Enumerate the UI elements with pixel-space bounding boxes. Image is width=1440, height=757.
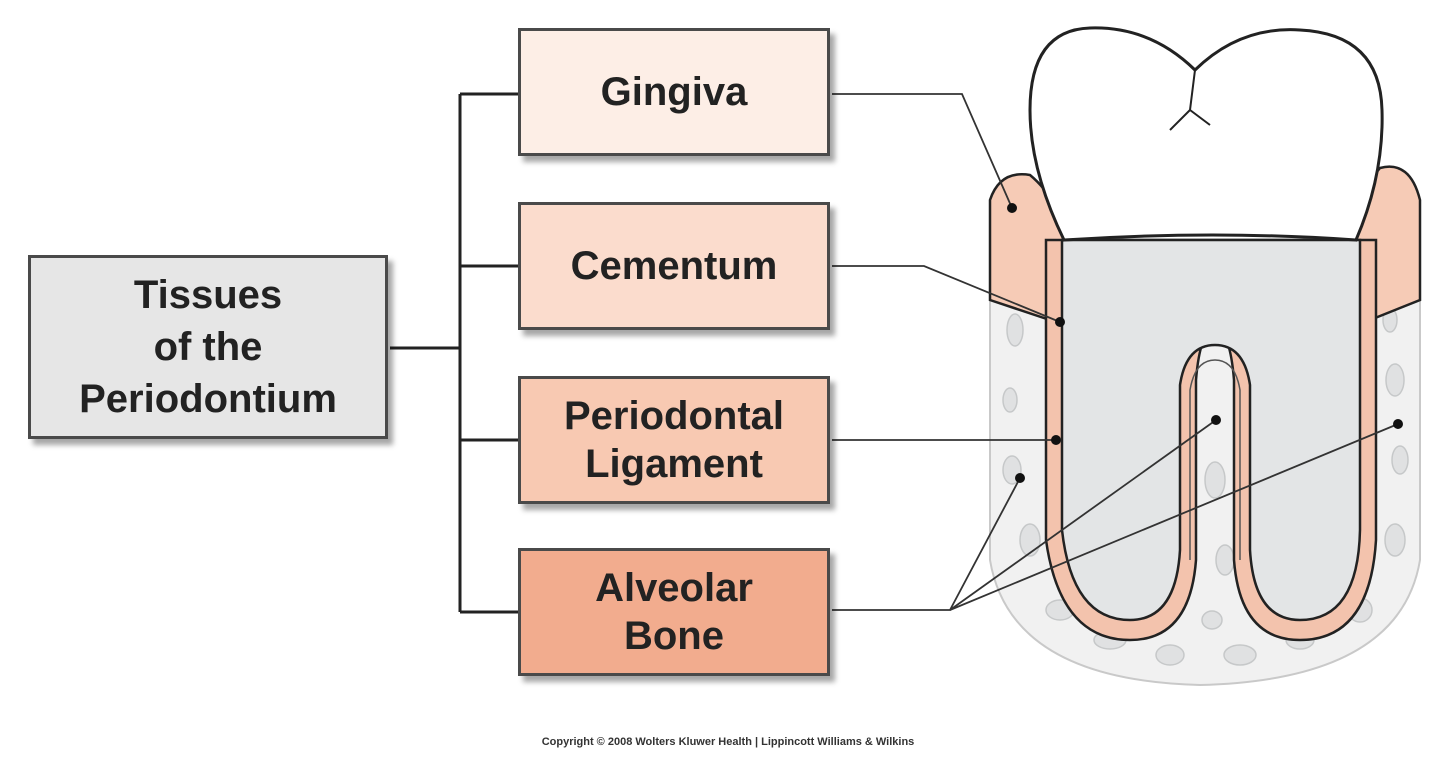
alveolar-bone-box: Alveolar Bone [518,548,830,676]
cementum-label: Cementum [570,244,778,288]
tooth-crown [1028,26,1384,242]
gingiva-box: Gingiva [518,28,830,156]
leader-gingiva [832,93,1013,209]
leader-bone-3 [949,423,1399,611]
tooth-root [1060,238,1362,622]
leader-cementum [832,265,1061,323]
periodontal-ligament-box: Periodontal Ligament [518,376,830,504]
gingiva-label: Gingiva [600,70,748,114]
bone-label-line-1: Alveolar [595,566,753,610]
ligament-label-line-1: Periodontal [563,394,785,438]
cementum-box: Cementum [518,202,830,330]
leader-dots [1007,203,1403,483]
bone-label-line-2: Bone [623,614,724,658]
leader-lines [832,93,1399,611]
root-line-1: Tissues [133,273,283,317]
root-box: Tissues of the Periodontium [28,255,388,439]
crown-fissure [1169,69,1211,131]
copyright-notice: Copyright © 2008 Wolters Kluwer Health |… [541,736,915,748]
ligament-label-line-2: Ligament [585,442,763,486]
leader-bone-2 [949,419,1217,611]
root-line-2: of the [153,325,263,369]
root-inner-outline [1189,359,1241,560]
root-line-3: Periodontium [79,377,337,421]
